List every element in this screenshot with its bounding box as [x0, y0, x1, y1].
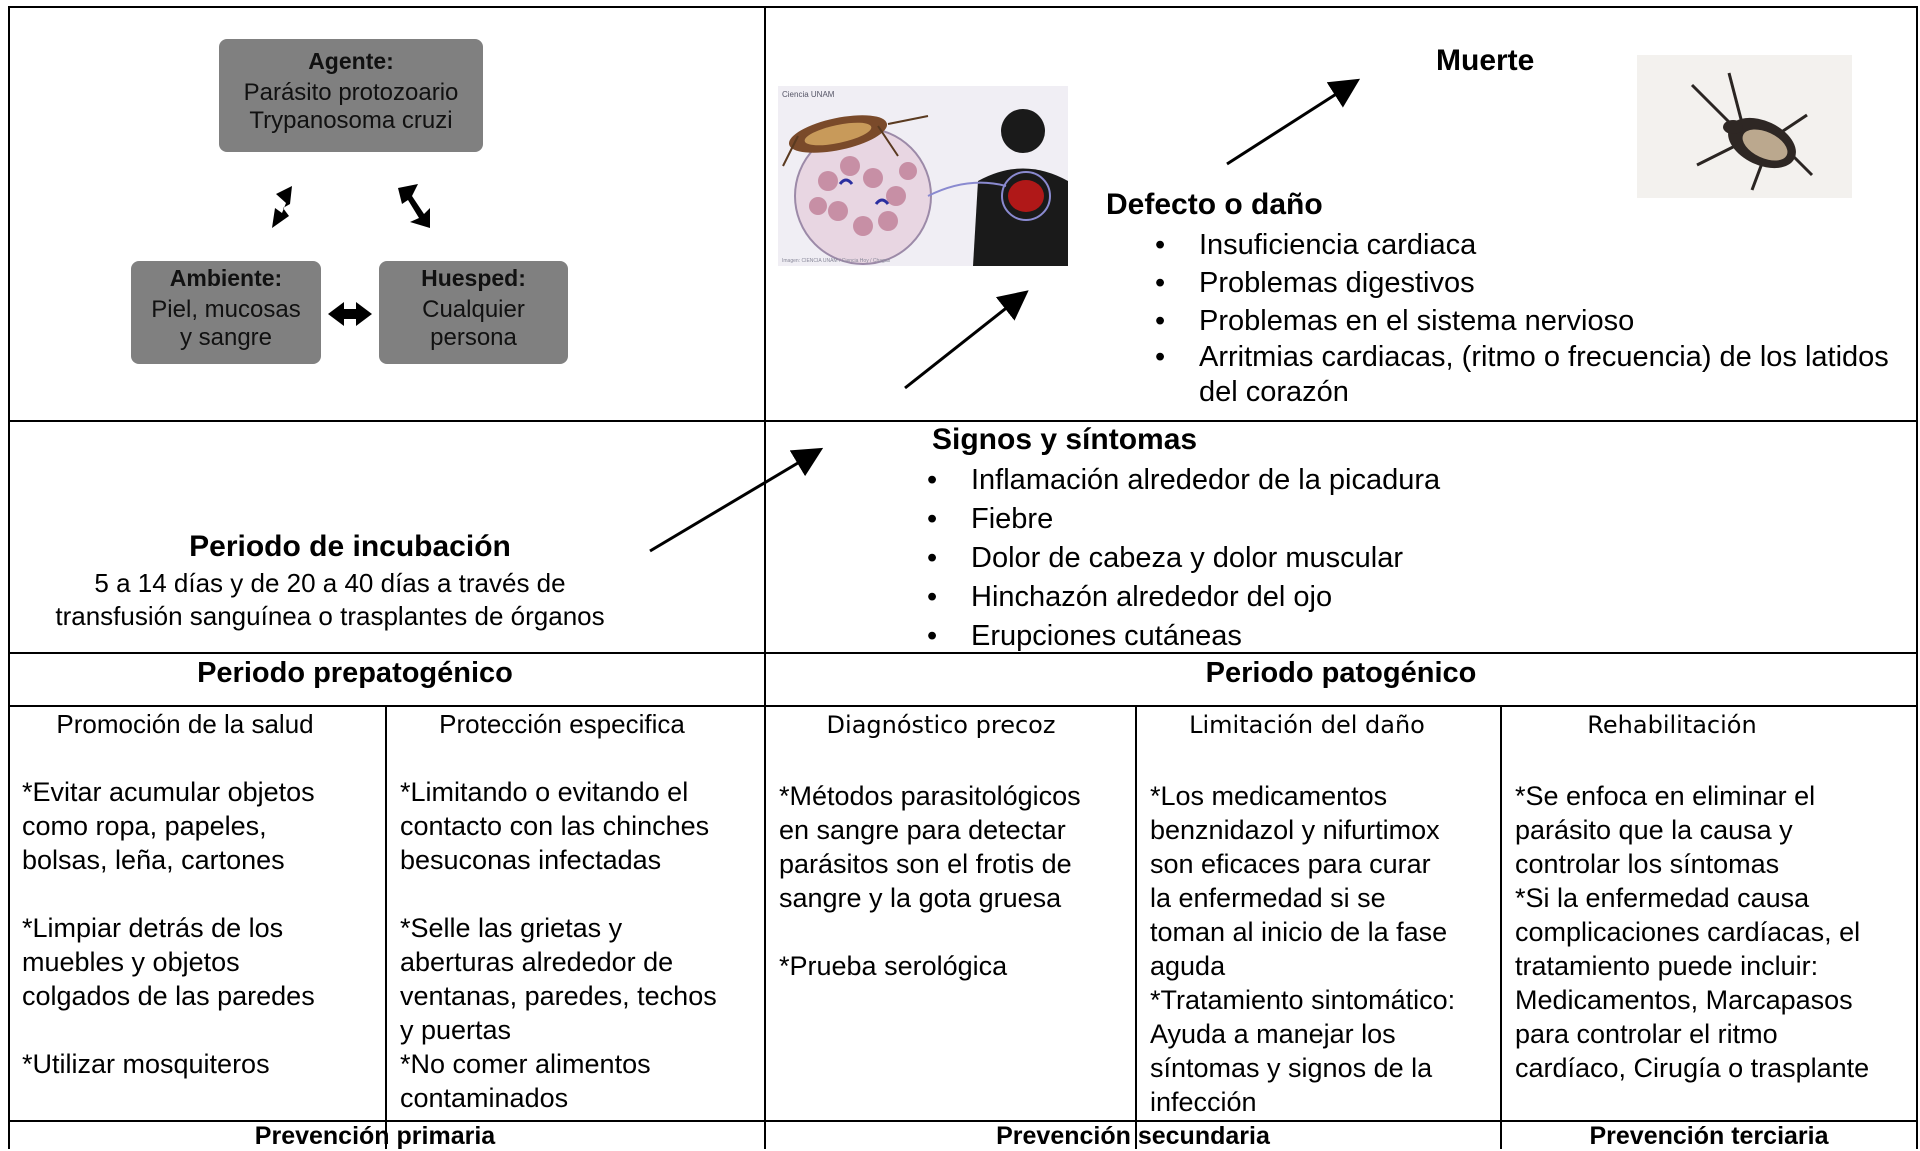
progression-arrows: [649, 78, 1361, 553]
divider-row-1: [8, 420, 1918, 422]
paragraph: *Limpiar detrás de los muebles y objetos…: [22, 913, 315, 1011]
prevention-primary: Prevención primaria: [254, 1122, 496, 1150]
double-arrow-icon: [398, 184, 430, 228]
paragraph: *Limitando o evitando el contacto con la…: [400, 777, 710, 875]
list-item: Hinchazón alrededor del ojo: [925, 578, 1825, 617]
pathogenic-header: Periodo patogénico: [1205, 657, 1477, 689]
list-item: Insuficiencia cardiaca: [1153, 226, 1893, 264]
list-item: Dolor de cabeza y dolor muscular: [925, 539, 1825, 578]
host-text: Cualquier persona: [422, 296, 525, 351]
column-body-protection: *Limitando o evitando el contacto con la…: [400, 775, 770, 1115]
incubation-title: Periodo de incubación: [189, 530, 511, 563]
column-body-rehabilitation: *Se enfoca en eliminar el parásito que l…: [1515, 779, 1915, 1085]
list-item: Fiebre: [925, 500, 1825, 539]
illustration-caption: Imagen: CIENCIA UNAM / Ciencia Hoy / Cha…: [782, 258, 891, 264]
double-arrow-icon: [272, 186, 292, 228]
defect-list: Insuficiencia cardiaca Problemas digesti…: [1153, 226, 1893, 410]
border-top: [8, 6, 1918, 8]
column-header: Limitación del daño: [1189, 711, 1425, 739]
incubation-text: 5 a 14 días y de 20 a 40 días a través d…: [55, 568, 605, 631]
arrow-to-defect: [904, 290, 1029, 390]
column-header: Promoción de la salud: [56, 709, 314, 739]
list-item: Arritmias cardiacas, (ritmo o frecuencia…: [1153, 340, 1893, 410]
prepathogenic-header: Periodo prepatogénico: [197, 657, 513, 689]
column-body-limitation: *Los medicamentos benznidazol y nifurtim…: [1150, 779, 1500, 1119]
signs-title: Signos y síntomas: [932, 423, 1198, 456]
paragraph: *Los medicamentos benznidazol y nifurtim…: [1150, 781, 1456, 1117]
paragraph: *Evitar acumular objetos como ropa, pape…: [22, 777, 315, 875]
divider-col-5: [1500, 705, 1502, 1149]
illustration-brand: Ciencia UNAM: [782, 90, 835, 99]
signs-list: Inflamación alrededor de la picadura Fie…: [925, 461, 1825, 656]
defect-title: Defecto o daño: [1106, 188, 1323, 221]
divider-col-2: [385, 705, 387, 1149]
prevention-tertiary: Prevención terciaria: [1589, 1122, 1829, 1150]
column-header: Protección especifica: [439, 709, 685, 739]
arrow-to-death: [1226, 78, 1361, 166]
paragraph: *Métodos parasitológicos en sangre para …: [779, 781, 1081, 913]
illustration-svg: [782, 109, 1068, 266]
list-item: Problemas digestivos: [1153, 264, 1893, 302]
column-body-diagnosis: *Métodos parasitológicos en sangre para …: [779, 779, 1129, 983]
kissing-bug-photo: [1637, 55, 1852, 198]
border-left: [8, 6, 10, 1149]
agent-box: Agente: Parásito protozoario Trypanosoma…: [219, 39, 483, 152]
triad-arrows: [272, 184, 430, 326]
chagas-illustration: Ciencia UNAM Imagen: CIENCIA UNAM / Cien…: [778, 86, 1068, 266]
list-item: Inflamación alrededor de la picadura: [925, 461, 1825, 500]
environment-title: Ambiente:: [169, 265, 283, 291]
environment-box: Ambiente: Piel, mucosas y sangre: [131, 261, 321, 364]
double-arrow-icon: [328, 302, 372, 326]
paragraph: *Utilizar mosquiteros: [22, 1049, 270, 1079]
border-right: [1916, 6, 1918, 1149]
prevention-secondary: Prevención secundaria: [996, 1122, 1270, 1150]
list-item: Problemas en el sistema nervioso: [1153, 302, 1893, 340]
divider-col-4: [1135, 705, 1137, 1149]
column-header: Rehabilitación: [1587, 711, 1757, 739]
column-body-promotion: *Evitar acumular objetos como ropa, pape…: [22, 775, 382, 1081]
column-header: Diagnóstico precoz: [826, 711, 1056, 739]
list-item: Erupciones cutáneas: [925, 617, 1825, 656]
paragraph: *Se enfoca en eliminar el parásito que l…: [1515, 781, 1870, 1083]
agent-text: Parásito protozoario Trypanosoma cruzi: [243, 79, 459, 134]
divider-row-4: [8, 1120, 1918, 1122]
death-title: Muerte: [1436, 44, 1535, 77]
paragraph: *Selle las grietas y aberturas alrededor…: [400, 913, 717, 1113]
arrow-to-signs: [649, 447, 824, 553]
host-title: Huesped:: [421, 265, 526, 291]
environment-text: Piel, mucosas y sangre: [151, 296, 301, 351]
paragraph: *Prueba serológica: [779, 951, 1008, 981]
divider-center: [764, 6, 766, 1149]
divider-row-3: [8, 705, 1918, 707]
host-box: Huesped: Cualquier persona: [379, 261, 568, 364]
kissing-bug-svg: [1690, 72, 1814, 191]
agent-title: Agente:: [308, 48, 394, 74]
